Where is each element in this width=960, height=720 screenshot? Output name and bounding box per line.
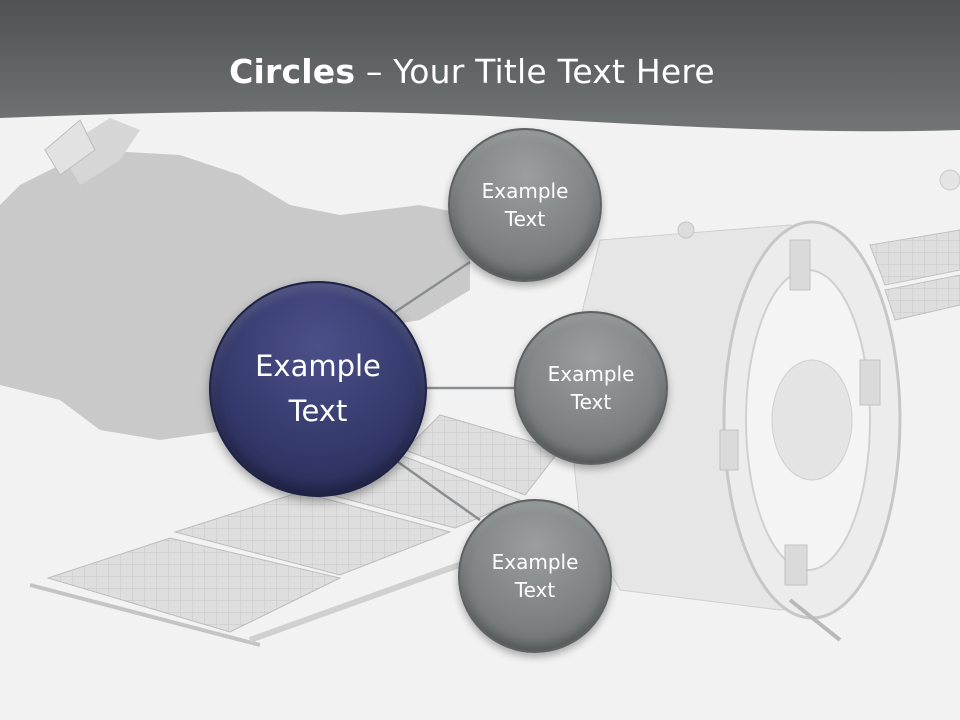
satellite-circle-label: Example Text [481, 179, 569, 231]
satellite-circle-label: Example Text [491, 550, 579, 602]
slide-title: Circles – Your Title Text Here [0, 52, 944, 91]
header-band [0, 0, 960, 132]
main-circle[interactable]: Example Text [209, 281, 427, 497]
connector-lines [394, 260, 516, 522]
satellite-circle-3[interactable]: Example Text [458, 499, 612, 653]
main-circle-label: Example Text [255, 349, 381, 428]
satellite-circle-label: Example Text [547, 362, 635, 414]
satellite-circle-2[interactable]: Example Text [514, 311, 668, 465]
title-bold: Circles [229, 52, 356, 91]
title-rest: – Your Title Text Here [355, 52, 715, 91]
satellite-circle-1[interactable]: Example Text [448, 128, 602, 282]
satellite-artwork [0, 118, 960, 647]
